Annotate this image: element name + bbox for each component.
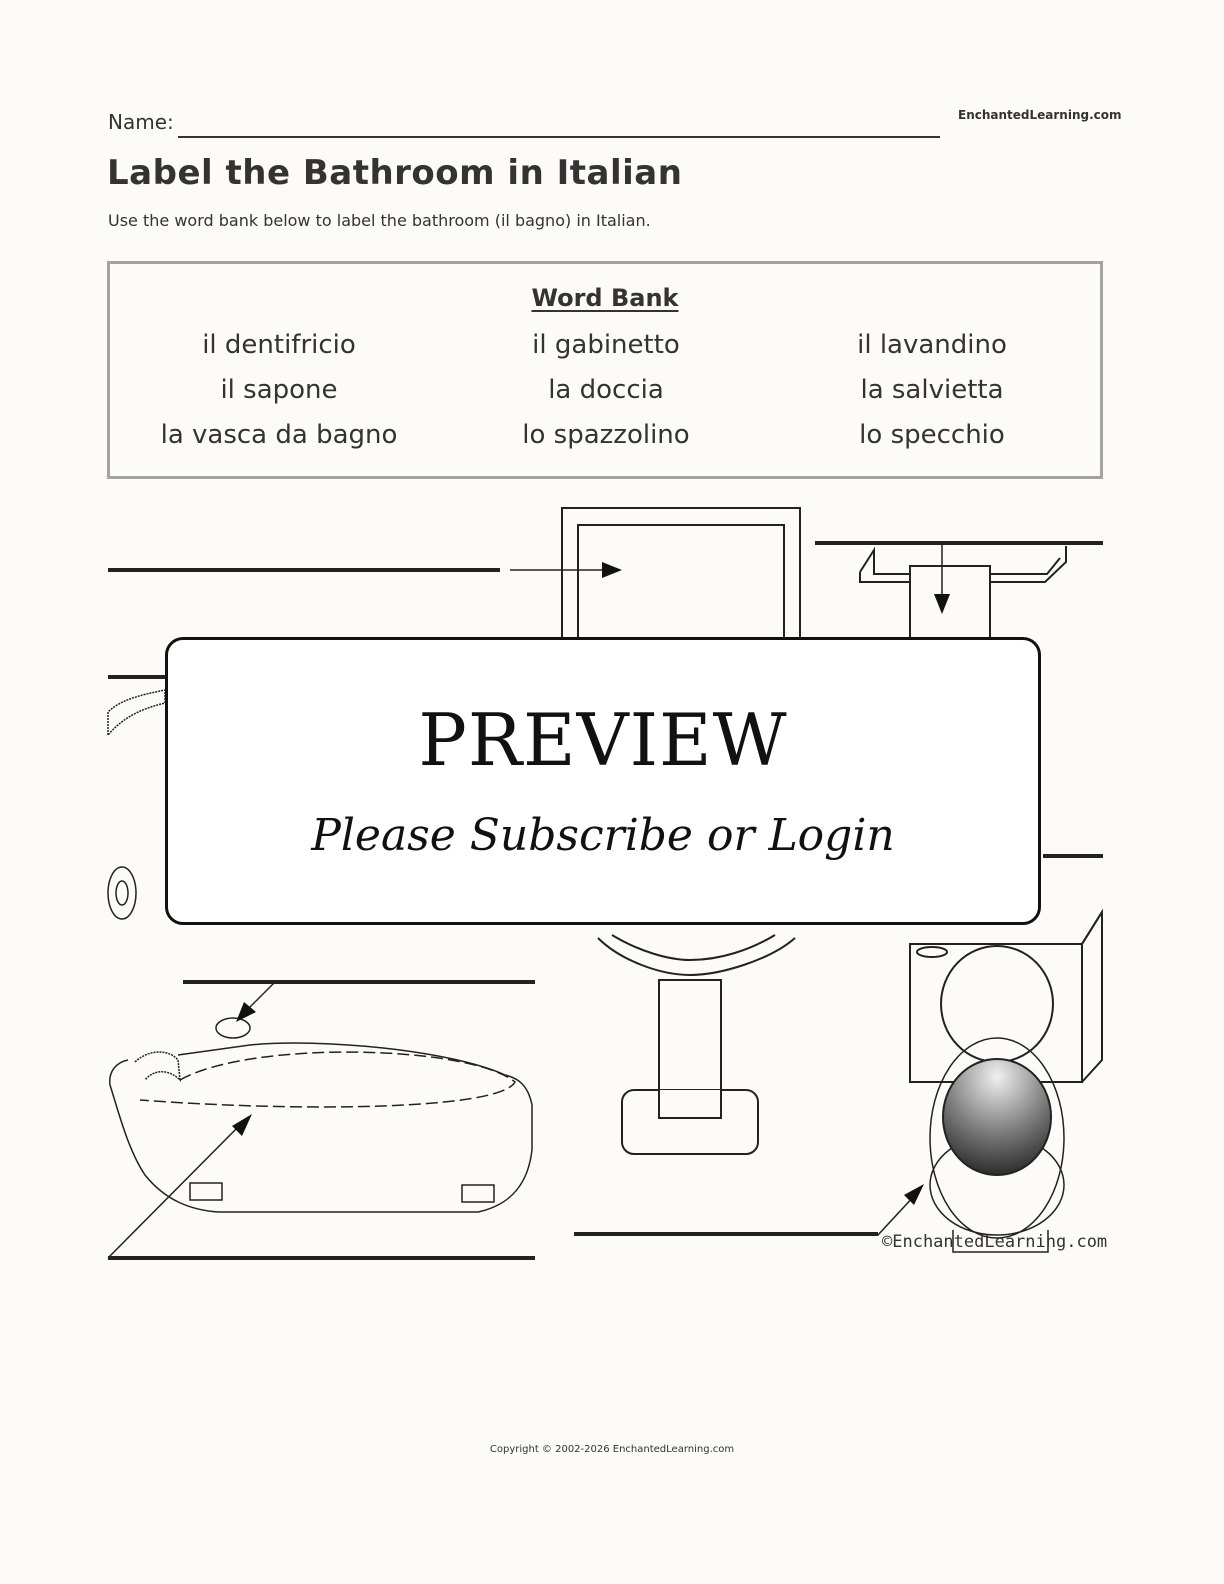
toilet-drawing xyxy=(909,908,1103,1253)
copyright-footer: Copyright © 2002-2026 EnchantedLearning.… xyxy=(489,1444,735,1455)
word-bank-item: la doccia xyxy=(548,375,664,405)
sink-drawing xyxy=(597,934,796,1155)
name-input-line[interactable] xyxy=(178,136,940,138)
word-bank-item: il sapone xyxy=(220,375,338,405)
word-bank-item: la salvietta xyxy=(860,375,1004,405)
answer-blank[interactable] xyxy=(815,541,1103,545)
answer-blank[interactable] xyxy=(183,980,535,984)
image-credit: ©EnchantedLearning.com xyxy=(882,1232,1108,1252)
answer-blank[interactable] xyxy=(1043,854,1103,858)
site-link[interactable]: EnchantedLearning.com xyxy=(958,108,1122,122)
word-bank-title: Word Bank xyxy=(531,284,679,312)
soap-drawing xyxy=(215,1017,251,1039)
word-bank-grid: il dentifricio il gabinetto il lavandino… xyxy=(110,330,1100,450)
preview-overlay[interactable]: PREVIEW Please Subscribe or Login xyxy=(165,637,1041,925)
faucet-knob-drawing xyxy=(107,866,137,920)
name-label: Name: xyxy=(108,110,174,134)
preview-title: PREVIEW xyxy=(418,698,788,782)
word-bank-item: il gabinetto xyxy=(532,330,680,360)
answer-blank[interactable] xyxy=(108,675,168,679)
page-title: Label the Bathroom in Italian xyxy=(107,153,683,193)
bathtub-drawing xyxy=(109,1017,533,1213)
word-bank: Word Bank il dentifricio il gabinetto il… xyxy=(107,261,1103,479)
answer-blank[interactable] xyxy=(574,1232,878,1236)
instructions: Use the word bank below to label the bat… xyxy=(108,211,651,230)
shower-head-drawing xyxy=(107,689,166,738)
word-bank-item: lo specchio xyxy=(859,420,1005,450)
mirror-drawing xyxy=(561,507,801,649)
answer-blank[interactable] xyxy=(108,1256,535,1260)
word-bank-item: il dentifricio xyxy=(202,330,356,360)
subscribe-login-prompt[interactable]: Please Subscribe or Login xyxy=(311,810,895,861)
word-bank-item: il lavandino xyxy=(857,330,1007,360)
answer-blank[interactable] xyxy=(108,568,500,572)
word-bank-item: la vasca da bagno xyxy=(160,420,398,450)
word-bank-item: lo spazzolino xyxy=(522,420,690,450)
towel-bar-drawing xyxy=(859,546,1067,649)
